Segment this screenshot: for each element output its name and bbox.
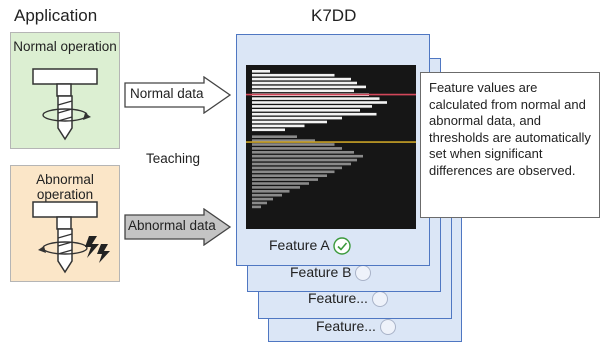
abnormal-bar (252, 170, 335, 174)
normal-bar (252, 85, 366, 89)
abnormal-operation-label: Abnormal operation (36, 172, 94, 202)
feature-card-4-label: Feature... (316, 318, 396, 336)
normal-data-label: Normal data (130, 86, 204, 101)
normal-bar (252, 73, 335, 77)
k7dd-heading: K7DD (311, 6, 357, 25)
abnormal-bar (252, 197, 273, 201)
abnormal-bar (252, 174, 327, 177)
abnormal-bar (252, 193, 282, 197)
feature-card-2-label: Feature B (290, 264, 372, 282)
abnormal-bar (252, 205, 261, 209)
abnormal-bar (252, 135, 297, 138)
normal-bar (252, 128, 285, 132)
abnormal-bar (252, 186, 300, 189)
unselected-circle-icon (371, 291, 388, 308)
normal-operation-label: Normal operation (13, 39, 117, 54)
normal-data-arrow (124, 76, 232, 114)
normal-bar (252, 89, 354, 93)
abnormal-bar (252, 190, 290, 193)
normal-bar (252, 120, 327, 124)
explanation-callout: Feature values are calculated from norma… (420, 72, 600, 218)
teaching-label: Teaching (146, 151, 201, 166)
unselected-circle-icon (355, 265, 372, 282)
normal-bar (252, 124, 305, 128)
abnormal-bar (252, 182, 309, 185)
normal-bar (252, 97, 380, 100)
abnormal-bar (252, 147, 342, 150)
check-circle-icon (333, 237, 351, 255)
drill-abnormal-icon (32, 201, 110, 274)
abnormal-bar (252, 151, 354, 154)
abnormal-bar (252, 154, 363, 158)
abnormal-data-arrow (124, 208, 232, 246)
normal-bar (252, 77, 351, 81)
abnormal-bar (252, 201, 267, 205)
abnormal-bar (252, 143, 335, 146)
normal-bar (252, 101, 387, 104)
feature-card-1-label: Feature A (269, 237, 351, 255)
feature-card-3-label: Feature... (308, 290, 388, 308)
normal-bar (252, 109, 360, 112)
abnormal-bar (252, 178, 318, 181)
abnormal-operation-box: Abnormal operation (10, 165, 120, 282)
abnormal-bar (252, 162, 351, 166)
normal-bar (252, 105, 372, 108)
normal-operation-box: Normal operation (10, 32, 120, 149)
unselected-circle-icon (379, 319, 396, 336)
normal-bar (252, 112, 377, 116)
abnormal-data-label: Abnormal data (128, 218, 216, 233)
normal-bar (252, 116, 342, 120)
feature-histogram (246, 65, 416, 229)
application-heading: Application (14, 6, 98, 25)
abnormal-bar (252, 139, 315, 142)
abnormal-bar (252, 158, 357, 162)
abnormal-bar (252, 166, 342, 170)
normal-bar (252, 70, 270, 73)
normal-bar (252, 81, 357, 85)
drill-icon (32, 68, 98, 141)
